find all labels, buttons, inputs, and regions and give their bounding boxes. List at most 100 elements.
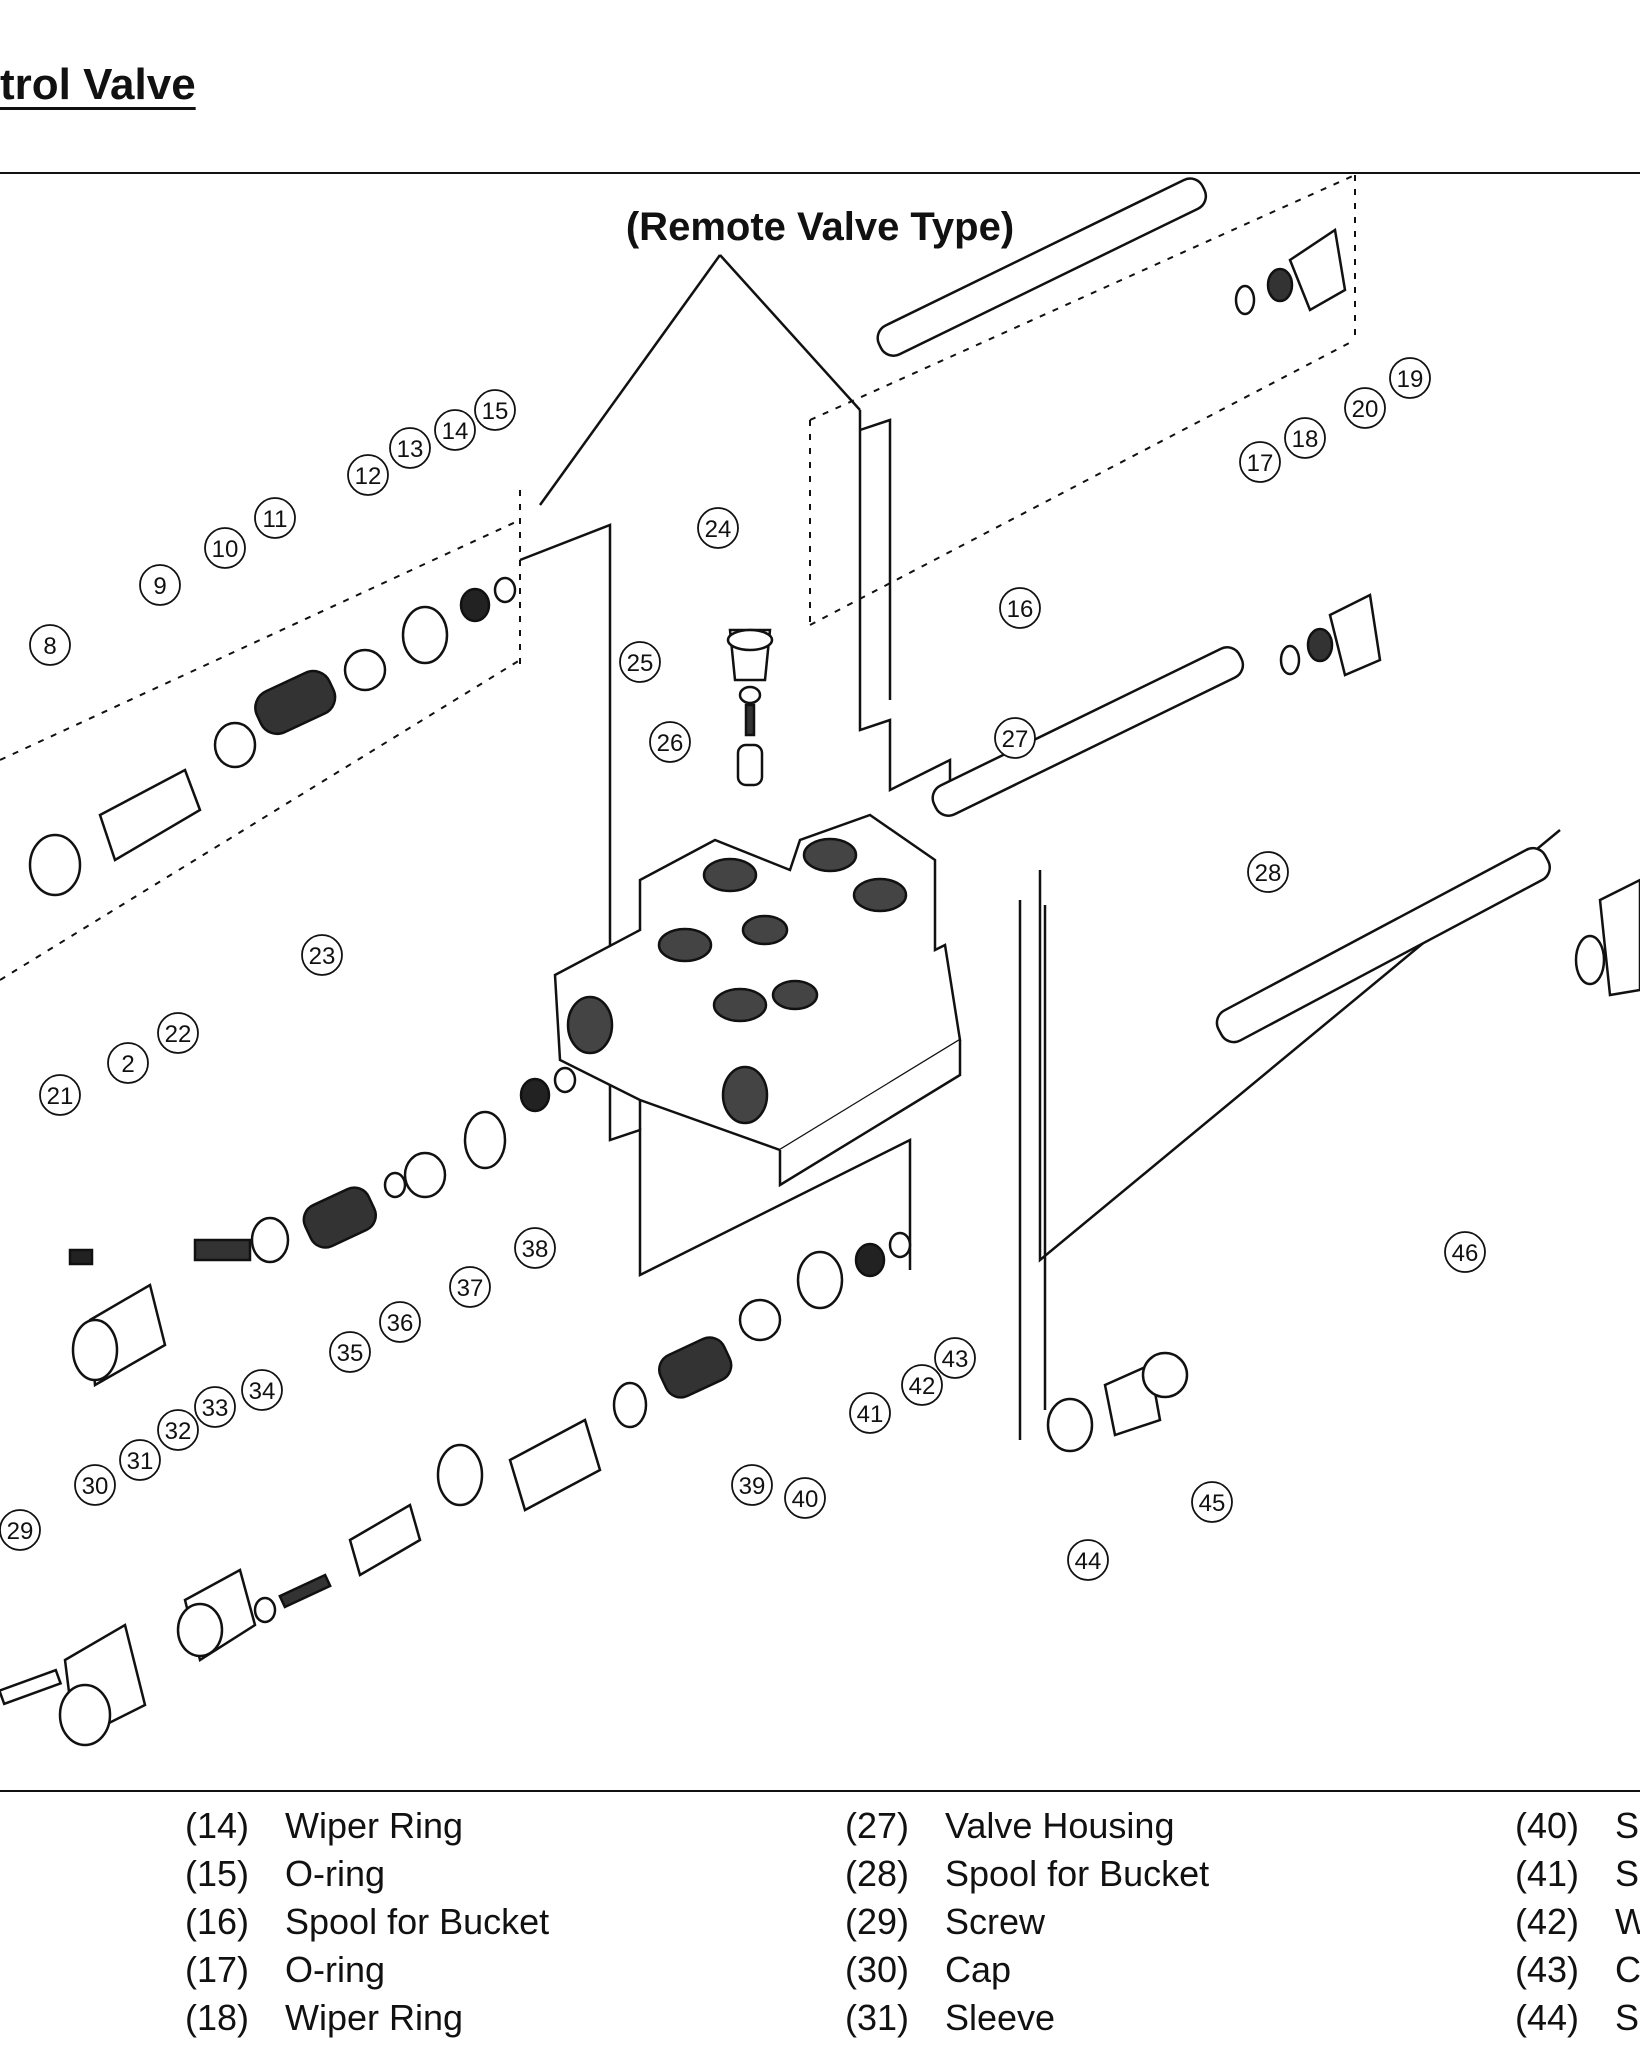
callout-11: 11 <box>254 497 296 539</box>
legend-row: (30)Cap <box>845 1949 1011 1991</box>
guide-lines <box>0 174 1356 981</box>
legend-row: (29)Screw <box>845 1901 1045 1943</box>
callout-41: 41 <box>849 1392 891 1434</box>
callout-8: 8 <box>29 624 71 666</box>
diagram-subtitle: (Remote Valve Type) <box>625 205 1015 249</box>
legend-part-number: (16) <box>185 1901 250 1942</box>
page-title: trol Valve <box>0 60 196 109</box>
callout-20: 20 <box>1344 387 1386 429</box>
callout-18: 18 <box>1284 417 1326 459</box>
legend-part-name: Wiper Ring <box>285 1997 464 2038</box>
top-rule <box>0 172 1640 174</box>
callout-13: 13 <box>389 427 431 469</box>
lower-left-parts <box>0 1231 912 1747</box>
callout-label: 19 <box>1397 366 1424 393</box>
callout-label: 38 <box>522 1236 549 1263</box>
callout-2: 2 <box>107 1042 149 1084</box>
callout-label: 41 <box>857 1401 884 1428</box>
legend-part-name: O-ring <box>285 1949 386 1990</box>
legend-part-number: (28) <box>845 1853 910 1894</box>
callout-label: 8 <box>43 633 56 660</box>
callout-12: 12 <box>347 454 389 496</box>
callout-label: 34 <box>249 1378 276 1405</box>
callout-label: 24 <box>705 516 732 543</box>
legend-row: (18) Wiper Ring <box>185 1997 463 2039</box>
callout-24: 24 <box>697 507 739 549</box>
legend-part-name: W <box>1615 1901 1640 1942</box>
callout-label: 10 <box>212 536 239 563</box>
legend-row: (15)O-ring <box>185 1853 385 1895</box>
callout-label: 21 <box>47 1083 74 1110</box>
callout-16: 16 <box>999 587 1041 629</box>
callout-label: 18 <box>1292 426 1319 453</box>
middle-left-parts <box>68 1066 577 1388</box>
callout-label: 30 <box>82 1473 109 1500</box>
callout-label: 15 <box>482 398 509 425</box>
callout-26: 26 <box>649 721 691 763</box>
upper-center-parts <box>726 628 774 787</box>
callout-37: 37 <box>449 1266 491 1308</box>
legend-row: (17)O-ring <box>185 1949 385 1991</box>
callout-label: 29 <box>7 1518 34 1545</box>
callout-9: 9 <box>139 564 181 606</box>
callout-label: 17 <box>1247 450 1274 477</box>
legend-part-number: (41) <box>1515 1853 1580 1894</box>
legend-part-number: (40) <box>1515 1805 1580 1846</box>
legend-part-name: Valve Housing <box>945 1805 1175 1846</box>
legend-part-name: Spool for Bucket <box>285 1901 550 1942</box>
callout-45: 45 <box>1191 1481 1233 1523</box>
callout-36: 36 <box>379 1301 421 1343</box>
legend-rule <box>0 1790 1640 1792</box>
legend-part-name: S <box>1615 1805 1640 1846</box>
legend-part-number: (42) <box>1515 1901 1580 1942</box>
stepped-outline <box>519 410 1561 1440</box>
legend-row: (14)Wiper Ring <box>185 1805 463 1847</box>
lower-center-parts <box>1046 1351 1189 1453</box>
legend-row: (31)Sleeve <box>845 1997 1055 2039</box>
callout-43: 43 <box>934 1337 976 1379</box>
callout-label: 16 <box>1007 596 1034 623</box>
legend-row: (42) W <box>1515 1901 1640 1943</box>
callout-label: 43 <box>942 1346 969 1373</box>
valve-housing <box>553 813 962 1188</box>
lower-right-spool <box>1215 846 1640 1044</box>
callout-29: 29 <box>0 1509 41 1551</box>
callout-22: 22 <box>157 1012 199 1054</box>
legend-row: (44)S <box>1515 1997 1639 2039</box>
callout-label: 45 <box>1199 1490 1226 1517</box>
callout-label: 12 <box>355 463 382 490</box>
legend-row: (28)Spool for Bucket <box>845 1853 1209 1895</box>
callout-label: 36 <box>387 1310 414 1337</box>
callout-label: 2 <box>121 1051 134 1078</box>
callout-label: 27 <box>1002 726 1029 753</box>
legend-part-number: (18) <box>185 1997 250 2038</box>
subtitle-leader-right <box>719 254 861 411</box>
callout-30: 30 <box>74 1464 116 1506</box>
callout-17: 17 <box>1239 441 1281 483</box>
middle-right-spool <box>931 593 1382 817</box>
callout-label: 32 <box>165 1418 192 1445</box>
legend-row: (40) S <box>1515 1805 1639 1847</box>
callout-39: 39 <box>731 1464 773 1506</box>
callout-28: 28 <box>1247 851 1289 893</box>
callout-31: 31 <box>119 1439 161 1481</box>
legend-part-number: (31) <box>845 1997 910 2038</box>
callout-label: 11 <box>263 506 288 533</box>
upper-right-spool <box>876 177 1347 357</box>
legend-part-name: O-ring <box>285 1853 386 1894</box>
legend-row: (43)C <box>1515 1949 1640 1991</box>
legend-row: (27) Valve Housing <box>845 1805 1174 1847</box>
callout-38: 38 <box>514 1227 556 1269</box>
callout-40: 40 <box>784 1477 826 1519</box>
callout-44: 44 <box>1067 1539 1109 1581</box>
callout-25: 25 <box>619 641 661 683</box>
callout-32: 32 <box>157 1409 199 1451</box>
callout-label: 33 <box>202 1395 229 1422</box>
callout-label: 28 <box>1255 860 1282 887</box>
callout-15: 15 <box>474 389 516 431</box>
legend-part-number: (27) <box>845 1805 910 1846</box>
callout-label: 22 <box>165 1021 192 1048</box>
legend-row: (16) Spool for Bucket <box>185 1901 549 1943</box>
legend-row: (41)S <box>1515 1853 1639 1895</box>
